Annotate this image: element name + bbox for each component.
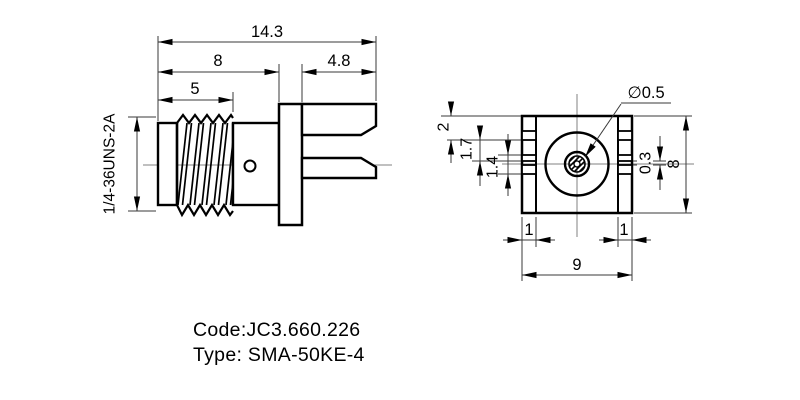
- dim-leg-length: 4.8: [328, 52, 351, 70]
- dielectric-circle: [563, 150, 591, 178]
- end-view: [502, 94, 694, 237]
- body-hole: [243, 159, 257, 173]
- dim-body-length: 8: [213, 52, 222, 70]
- thread-hatch: [177, 122, 233, 206]
- end-view-dimensions: [441, 101, 692, 281]
- connector-body: [231, 121, 281, 207]
- dim-pin-diameter: ∅0.5: [627, 84, 664, 102]
- flange: [277, 102, 304, 227]
- dim-width: 9: [572, 256, 581, 274]
- dim-wall-left: 1: [524, 221, 533, 239]
- footer-block: Code:JC3.660.226 Type: SMA-50KE-4: [193, 319, 365, 366]
- dim-overall-length: 14.3: [251, 23, 283, 41]
- mount-slots: [521, 130, 633, 175]
- dim-edge-to-slot: 2: [436, 122, 453, 131]
- part-code: Code:JC3.660.226: [193, 319, 360, 341]
- dim-slot-lower: 1.4: [485, 156, 502, 178]
- dim-slot-upper: 1.7: [459, 138, 476, 160]
- interface-bore-circle: [544, 131, 610, 197]
- connector-nut-face: [156, 121, 179, 207]
- side-view: [143, 102, 392, 227]
- center-pin: [300, 156, 378, 180]
- dim-height: 8: [665, 159, 683, 168]
- dim-wall-right: 1: [619, 221, 628, 239]
- side-view-dim-labels: 14.3 8 4.8 5 1/4-36UNS-2A: [101, 23, 350, 214]
- pin-outline: [568, 155, 586, 173]
- upper-mount-leg: [300, 102, 378, 137]
- thread-spec-label: 1/4-36UNS-2A: [101, 113, 118, 214]
- end-view-dim-labels: ∅0.5 2 1.7 1.4 0.3 8 1 1 9: [436, 84, 683, 274]
- dim-thread-length: 5: [190, 80, 199, 98]
- dim-pin-offset: 0.3: [638, 152, 655, 174]
- pin-diameter-leader: [584, 102, 671, 158]
- side-view-dimensions: [128, 36, 377, 212]
- part-type: Type: SMA-50KE-4: [193, 344, 365, 366]
- pin-hole: [573, 160, 581, 168]
